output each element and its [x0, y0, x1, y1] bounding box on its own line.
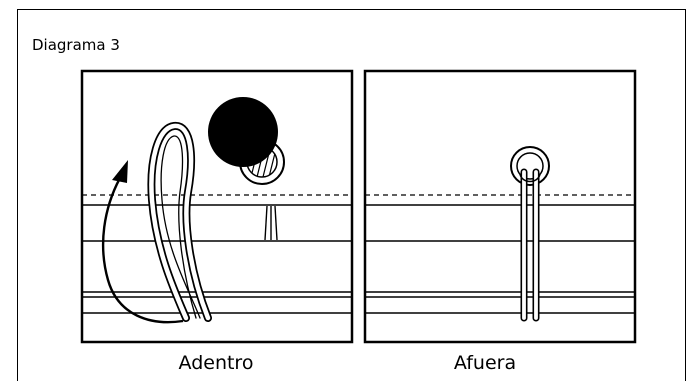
diagram-frame: [17, 9, 686, 381]
panel-outside-border: [363, 69, 637, 344]
diagram-title: Diagrama 3: [32, 36, 120, 54]
curved-arrow: [101, 160, 184, 324]
panel-outside: [363, 69, 637, 344]
elastic-loop: [147, 122, 212, 322]
panel-inside: [80, 69, 354, 344]
black-dot-shape: [208, 97, 278, 167]
slit-opening: [264, 205, 278, 241]
panel-inside-caption: Adentro: [178, 352, 254, 374]
panel-outside-caption: Afuera: [453, 352, 517, 374]
ring-with-elastic: [510, 146, 550, 322]
